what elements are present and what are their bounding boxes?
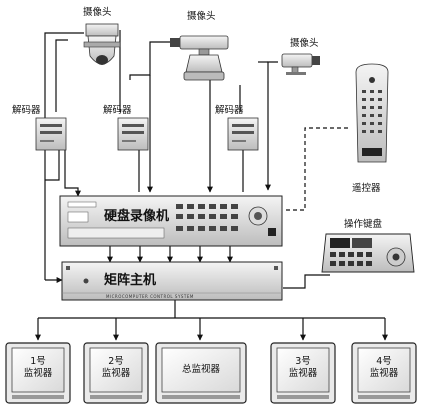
monitor-number: 1号	[30, 356, 46, 367]
monitor-label: 总监视器	[162, 364, 240, 376]
connection-lines	[35, 30, 388, 341]
dome-camera	[83, 23, 121, 65]
decoder-label: 解码器	[12, 105, 41, 116]
remote-label: 遥控器	[352, 183, 381, 194]
monitor-number: 2号	[108, 356, 124, 367]
pan-tilt-camera	[170, 35, 229, 81]
decoder-label: 解码器	[215, 105, 244, 116]
monitor	[83, 342, 149, 404]
monitor-label: 4号 监视器	[358, 356, 410, 380]
decoder-label: 解码器	[103, 105, 132, 116]
decoder-box	[227, 117, 259, 151]
monitor	[270, 342, 336, 404]
monitor	[351, 342, 417, 404]
monitor-number: 3号	[295, 356, 311, 367]
monitor-number: 总监视器	[181, 364, 220, 375]
monitor-name: 监视器	[288, 368, 318, 379]
monitor-number: 4号	[376, 356, 392, 367]
matrix-host-unit	[61, 261, 283, 301]
monitor-name: 监视器	[23, 368, 53, 379]
main-monitor	[155, 342, 247, 404]
camera-label: 摄像头	[290, 38, 319, 49]
camera-label: 摄像头	[187, 11, 216, 22]
monitor-label: 1号 监视器	[12, 356, 64, 380]
monitor	[5, 342, 71, 404]
remote-control	[355, 63, 389, 163]
camera-label: 摄像头	[83, 7, 112, 18]
operation-keyboard	[321, 233, 415, 273]
dvr-unit	[59, 195, 283, 247]
bullet-camera	[281, 53, 320, 75]
monitor-label: 2号 监视器	[90, 356, 142, 380]
matrix-label: 矩阵主机	[104, 273, 157, 288]
monitor-name: 监视器	[369, 368, 399, 379]
monitor-label: 3号 监视器	[277, 356, 329, 380]
decoder-box	[35, 117, 67, 151]
dvr-label: 硬盘录像机	[104, 209, 170, 224]
remote-ir-link	[285, 127, 348, 211]
monitor-name: 监视器	[101, 368, 131, 379]
matrix-subtitle: MICROCOMPUTER CONTROL SYSTEM	[106, 294, 194, 299]
keyboard-label: 操作键盘	[344, 219, 383, 230]
decoder-box	[117, 117, 149, 151]
